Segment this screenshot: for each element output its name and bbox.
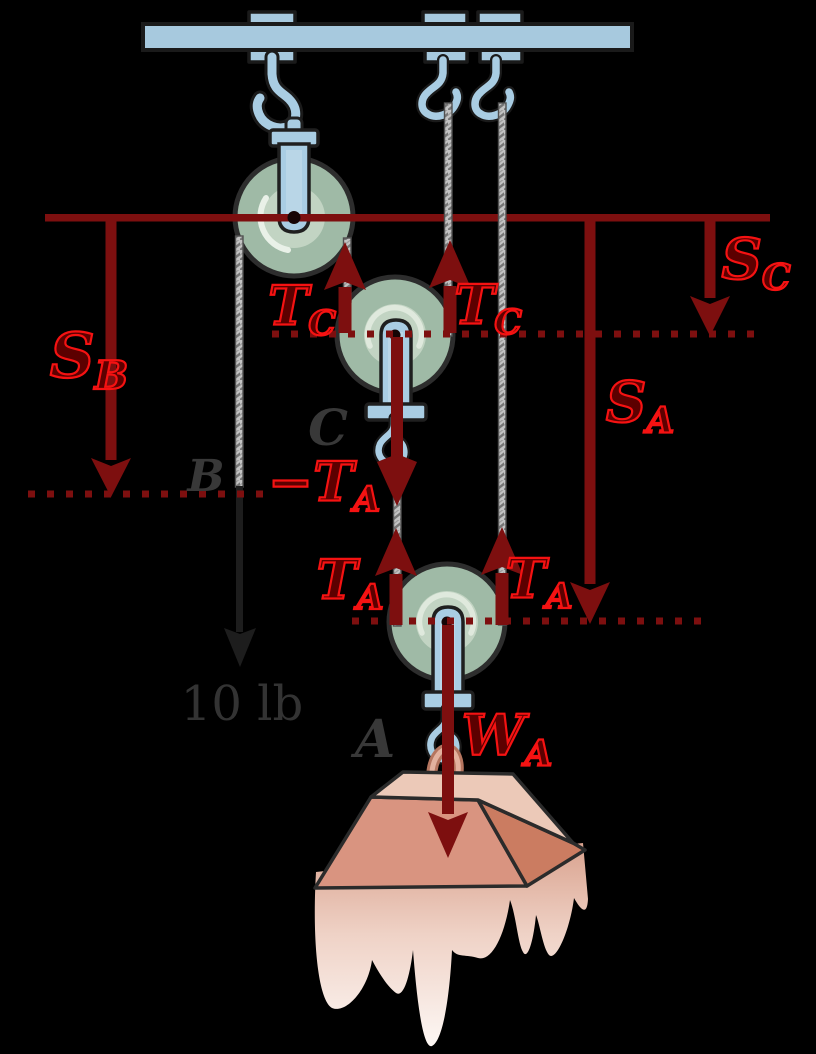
weight-drips (314, 843, 588, 1047)
weight-top-face (369, 770, 575, 845)
tension-arrows (324, 240, 523, 625)
arrow-s-c (690, 216, 730, 336)
label-s-a-main: S (605, 369, 648, 436)
pulley-b (232, 116, 356, 279)
label-pulley-a: A (354, 709, 396, 770)
arrow-neg-t-a (377, 337, 417, 506)
dotted-levels (28, 330, 756, 625)
arrow-t-c-left (324, 242, 366, 333)
label-pulley-c: C (308, 398, 348, 457)
label-neg-t-a-minus: − (267, 449, 314, 514)
label-t-a-left-main: T (315, 547, 357, 612)
arrow-10lb (224, 486, 256, 667)
label-t-c-left-sub: C (307, 303, 337, 344)
label-t-a-right: TA (504, 550, 574, 617)
support-beam (141, 22, 634, 52)
label-s-a: SA (605, 374, 675, 442)
weight-block (313, 770, 588, 1047)
arrow-w-a (428, 625, 468, 858)
label-neg-t-a-sub: A (352, 479, 381, 520)
beam-hook-left-icon (416, 54, 464, 123)
rope-b-left (234, 235, 244, 488)
label-pulley-b: B (187, 451, 225, 502)
arrow-s-a (570, 216, 610, 624)
label-s-b-sub: B (94, 353, 130, 400)
arrow-t-c-right (429, 240, 471, 333)
label-s-c-sub: C (761, 256, 792, 299)
arrow-s-b (91, 216, 131, 497)
datum-line (45, 214, 770, 222)
label-w-a-sub: A (523, 732, 553, 775)
label-t-c-right: TC (453, 276, 523, 343)
label-t-c-left: TC (267, 277, 337, 344)
arrow-t-a-right (481, 527, 523, 625)
arrow-t-a-left (375, 528, 417, 625)
pulley-b-pin (287, 211, 301, 224)
label-s-a-sub: A (645, 399, 675, 442)
label-applied-force: 10 lb (180, 676, 304, 732)
label-w-a: WA (461, 707, 554, 775)
label-t-a-left-sub: A (356, 577, 385, 618)
label-t-c-right-main: T (453, 272, 495, 337)
label-neg-t-a: −TA (267, 453, 381, 520)
beam-hook-right-icon (469, 54, 517, 123)
label-t-c-right-sub: C (493, 302, 523, 343)
label-w-a-main: W (461, 702, 526, 769)
label-s-b-main: S (49, 319, 96, 393)
position-arrows (91, 216, 730, 624)
label-s-c: SC (720, 231, 792, 299)
label-t-a-right-sub: A (545, 576, 574, 617)
label-neg-t-a-main: T (312, 449, 354, 514)
label-t-c-left-main: T (267, 273, 309, 338)
label-t-a-left: TA (315, 551, 385, 618)
label-s-b: SB (49, 324, 130, 400)
label-s-c-main: S (720, 226, 763, 293)
label-t-a-right-main: T (504, 546, 546, 611)
